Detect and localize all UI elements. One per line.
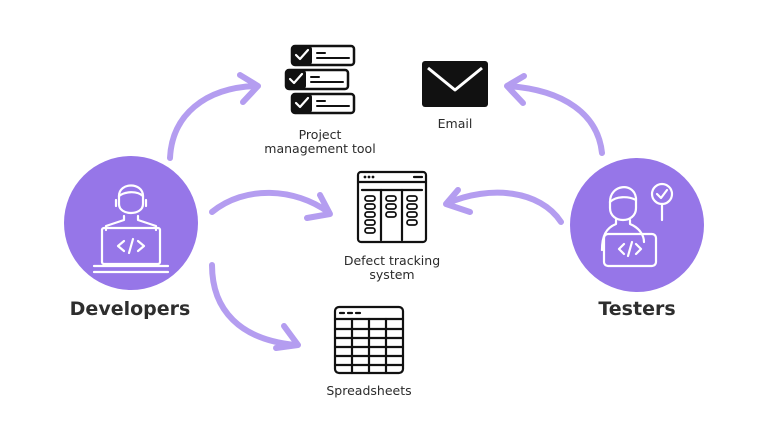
checklist-icon <box>284 44 356 115</box>
defect-tracking-label-line1: Defect tracking <box>343 253 441 268</box>
arrow-developers-to-spreadsheets <box>209 262 301 351</box>
testers-label: Testers <box>598 298 676 320</box>
tester-magnifier-icon <box>600 182 674 268</box>
defect-tracking-label-line2: system <box>369 267 415 282</box>
project-management-label: Project management tool <box>240 128 400 156</box>
defect-tracking-label: Defect tracking system <box>312 254 472 282</box>
project-management-label-line2: management tool <box>264 141 376 156</box>
developer-laptop-icon <box>92 184 170 274</box>
spreadsheet-grid-icon <box>333 305 405 375</box>
email-label: Email <box>437 116 473 131</box>
arrow-testers-to-defect-tracking <box>443 187 564 225</box>
developers-label: Developers <box>69 298 191 320</box>
kanban-board-icon <box>356 170 428 244</box>
developers-circle <box>64 156 198 290</box>
spreadsheets-label: Spreadsheets <box>326 383 412 398</box>
testers-circle <box>570 158 704 292</box>
arrow-developers-to-defect-tracking <box>209 189 333 221</box>
envelope-icon <box>422 61 488 107</box>
arrow-testers-to-email <box>504 73 605 156</box>
project-management-label-line1: Project <box>298 127 342 142</box>
arrow-developers-to-project-management <box>167 72 261 161</box>
